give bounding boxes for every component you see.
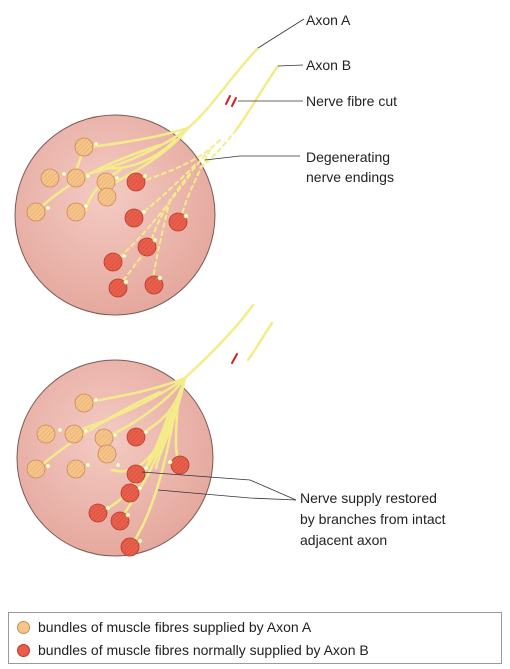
bundle-axon-a: [67, 169, 85, 187]
bundle-axon-a: [27, 203, 45, 221]
label-axon-b: Axon B: [306, 57, 351, 73]
bundle-axon-a: [98, 445, 116, 463]
bundle-axon-a: [98, 188, 116, 206]
bundle-axon-b: [127, 428, 145, 446]
bundle-axon-a: [67, 460, 85, 478]
bottom-axon-b-stub: [248, 323, 272, 360]
bundle-axon-b: [127, 173, 145, 191]
bundle-axon-b: [89, 504, 107, 522]
bundle-axon-a: [27, 460, 45, 478]
bundle-axon-b: [125, 209, 143, 227]
bundle-axon-b: [171, 456, 189, 474]
bundle-axon-b: [121, 538, 139, 556]
legend-item-axon-b: bundles of muscle fibres normally suppli…: [17, 639, 369, 661]
legend-item-axon-a: bundles of muscle fibres supplied by Axo…: [17, 616, 311, 638]
bundle-axon-a: [65, 425, 83, 443]
top-leader-lines: [205, 19, 304, 160]
bundle-axon-a: [95, 429, 113, 447]
bundle-axon-b: [104, 253, 122, 271]
bundle-axon-a: [75, 394, 93, 412]
bundle-axon-b: [127, 465, 145, 483]
label-degenerating-line1: Degenerating: [306, 149, 390, 165]
legend: bundles of muscle fibres supplied by Axo…: [8, 612, 502, 664]
label-restored-line3: adjacent axon: [300, 532, 387, 548]
bundle-axon-a: [75, 138, 93, 156]
top-muscle-diagram: [15, 19, 304, 315]
axon-b-bundle-swatch-icon: [17, 644, 30, 657]
bundle-axon-a: [41, 169, 59, 187]
label-axon-a: Axon A: [306, 12, 351, 28]
label-restored-line2: by branches from intact: [300, 511, 446, 527]
axon-a-bundle-swatch-icon: [17, 621, 30, 634]
top-nerve-cut-mark: [226, 96, 236, 106]
bundle-axon-b: [121, 484, 139, 502]
bottom-muscle-diagram: [17, 305, 296, 556]
legend-label-axon-b: bundles of muscle fibres normally suppli…: [38, 642, 369, 658]
bundle-axon-a: [37, 425, 55, 443]
legend-label-axon-a: bundles of muscle fibres supplied by Axo…: [38, 619, 311, 635]
label-nerve-fibre-cut: Nerve fibre cut: [306, 93, 397, 109]
label-degenerating-line2: nerve endings: [306, 169, 394, 185]
label-restored-line1: Nerve supply restored: [300, 490, 437, 506]
bottom-nerve-cut-mark: [232, 354, 237, 363]
bundle-axon-a: [67, 203, 85, 221]
